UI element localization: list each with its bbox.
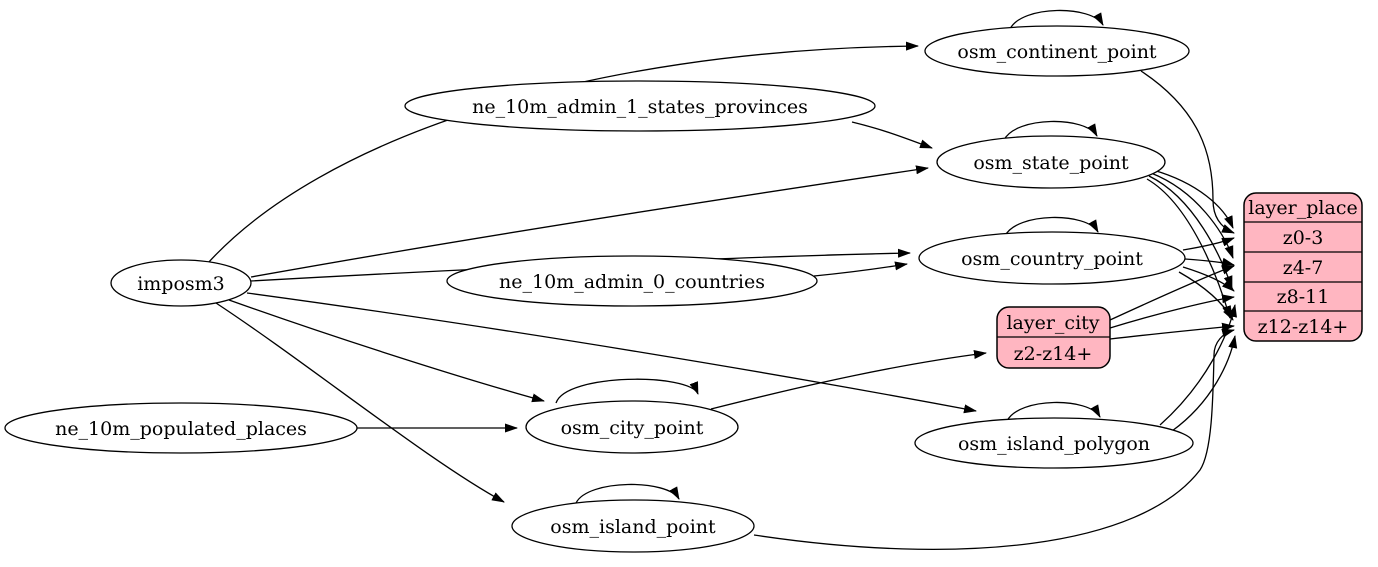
node-ne_10m_admin_0_countries-shape xyxy=(446,255,818,307)
node-ne_10m_admin_0_countries-label: ne_10m_admin_0_countries xyxy=(499,271,765,293)
node-osm_city_point-shape xyxy=(525,400,739,454)
node-ne_10m_populated_places-shape xyxy=(4,402,358,454)
layer_place-title: layer_place xyxy=(1248,197,1357,219)
node-osm_island_polygon-shape xyxy=(914,417,1194,469)
node-osm_island_point: osm_island_point xyxy=(511,499,755,553)
edge-osm_country_point-to-layer_place-z4-7 xyxy=(1184,257,1235,267)
edge-osm_island_polygon-to-layer_place-z8-11 xyxy=(1159,304,1237,426)
edge-ne_10m_admin_1_states_provinces-to-osm_state_point xyxy=(851,121,933,149)
node-osm_country_point: osm_country_point xyxy=(918,231,1186,285)
node-osm_country_point-label: osm_country_point xyxy=(961,248,1143,270)
node-osm_continent_point-shape xyxy=(924,25,1190,77)
node-layer_place: layer_place z0-3 z4-7 z8-11 z12-z14+ xyxy=(1243,192,1363,342)
node-layer_place-shape xyxy=(1243,192,1363,342)
edge-imposm3-to-osm_island_polygon xyxy=(246,292,977,414)
node-osm_city_point-label: osm_city_point xyxy=(561,417,704,439)
edge-osm_state_point-to-layer_place-z4-7 xyxy=(1150,172,1234,259)
edge-osm_state_point-self-loop xyxy=(1003,120,1098,141)
node-osm_island_point-shape xyxy=(511,499,755,553)
edge-osm_island_point-self-loop xyxy=(575,483,680,504)
edge-osm_state_point-to-layer_place-z0-3 xyxy=(1152,169,1234,229)
layer_city-row-z2-z14: z2-z14+ xyxy=(1014,343,1093,365)
edge-osm_country_point-to-layer_place-z8-11 xyxy=(1182,266,1235,292)
node-imposm3-shape xyxy=(110,259,252,307)
edge-osm_continent_point-self-loop xyxy=(1009,9,1104,30)
node-ne_10m_admin_0_countries: ne_10m_admin_0_countries xyxy=(446,255,818,307)
node-osm_state_point-shape xyxy=(936,135,1166,189)
edge-osm_country_point-self-loop xyxy=(1004,216,1099,237)
edge-osm_continent_point-to-layer_place-z0-3 xyxy=(1140,70,1235,234)
edge-osm_country_point-to-layer_place-z0-3 xyxy=(1182,237,1235,251)
edge-layer_city-to-layer_place-z12-z14 xyxy=(1109,322,1235,340)
node-osm_island_polygon: osm_island_polygon xyxy=(914,417,1194,469)
edge-imposm3-to-osm_city_point xyxy=(228,299,545,403)
edge-layer_city-to-layer_place-z8-11 xyxy=(1109,294,1235,329)
node-imposm3-label: imposm3 xyxy=(137,273,225,295)
edge-imposm3-to-osm_island_point xyxy=(215,302,505,503)
node-ne_10m_admin_1_states_provinces-label: ne_10m_admin_1_states_provinces xyxy=(472,96,808,118)
layer_place-row-z12-z14: z12-z14+ xyxy=(1258,316,1349,338)
node-osm_state_point: osm_state_point xyxy=(936,135,1166,189)
edges-layer xyxy=(207,9,1238,551)
node-layer_city: layer_city z2-z14+ xyxy=(996,306,1111,369)
edge-layer_city-to-layer_place-z4-7 xyxy=(1109,265,1235,321)
node-imposm3: imposm3 xyxy=(110,259,252,307)
node-ne_10m_admin_1_states_provinces-shape xyxy=(404,80,876,132)
node-osm_country_point-shape xyxy=(918,231,1186,285)
edge-osm_island_polygon-to-layer_place-z12-z14 xyxy=(1171,335,1238,432)
layer_place-row-z0-3: z0-3 xyxy=(1283,227,1324,249)
node-ne_10m_populated_places: ne_10m_populated_places xyxy=(4,402,358,454)
node-osm_continent_point: osm_continent_point xyxy=(924,25,1190,77)
edge-osm_city_point-to-layer_city-z2-z14 xyxy=(710,350,987,410)
layer_city-title: layer_city xyxy=(1006,312,1099,334)
layer_place-row-z4-7: z4-7 xyxy=(1283,257,1324,279)
edge-ne_10m_admin_0_countries-to-osm_country_point xyxy=(813,261,908,277)
node-ne_10m_admin_1_states_provinces: ne_10m_admin_1_states_provinces xyxy=(404,80,876,132)
node-osm_continent_point-label: osm_continent_point xyxy=(957,41,1157,63)
edge-imposm3-to-osm_state_point xyxy=(250,165,929,278)
node-osm_island_polygon-label: osm_island_polygon xyxy=(958,433,1150,455)
layer_place-row-z8-11: z8-11 xyxy=(1277,286,1330,308)
node-osm_city_point: osm_city_point xyxy=(525,400,739,454)
edge-osm_state_point-to-layer_place-z8-11 xyxy=(1148,175,1233,289)
edge-osm_island_polygon-self-loop xyxy=(1006,401,1101,422)
edge-osm_island_point-to-layer_place-z12-z14 xyxy=(753,328,1235,551)
node-ne_10m_populated_places-label: ne_10m_populated_places xyxy=(55,418,307,440)
edge-osm_city_point-self-loop xyxy=(555,378,699,404)
edge-osm_country_point-to-layer_place-z12-z14 xyxy=(1178,271,1234,321)
node-osm_state_point-label: osm_state_point xyxy=(973,152,1129,174)
node-osm_island_point-label: osm_island_point xyxy=(550,516,716,538)
edge-imposm3-to-osm_continent_point xyxy=(207,41,919,264)
